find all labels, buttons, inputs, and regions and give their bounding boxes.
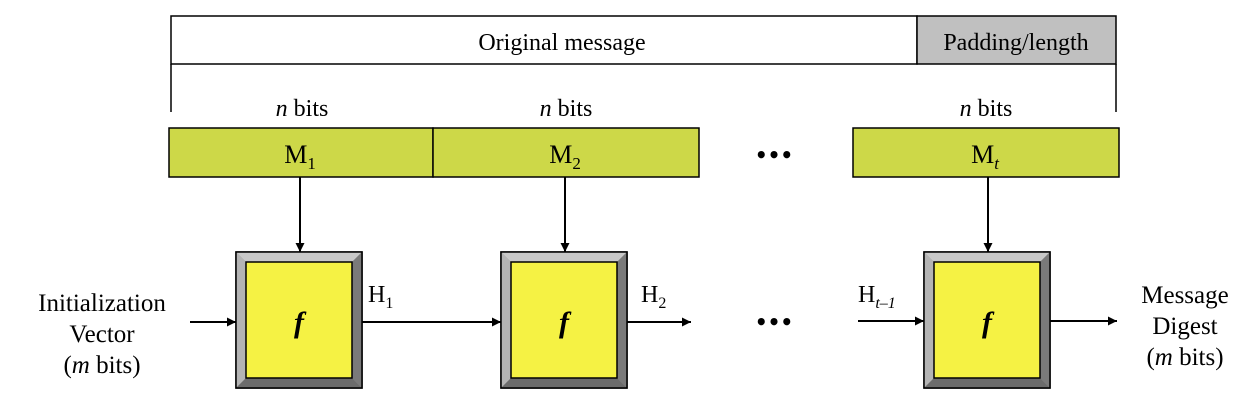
f-box-t: f <box>923 251 1051 389</box>
f-box-1: f <box>235 251 363 389</box>
padding-length-box <box>916 15 1117 65</box>
iv-line3: (m bits) <box>63 352 140 379</box>
block-m1-label: M1 <box>284 140 316 173</box>
ht1-label: Ht–1 <box>858 282 896 312</box>
h2-label: H2 <box>641 282 666 312</box>
ellipsis-top: ••• <box>755 143 793 167</box>
padding-length-label: Padding/length <box>943 30 1088 56</box>
ellipsis-bottom: ••• <box>755 310 793 334</box>
block-1-size: n bits <box>276 96 329 122</box>
block-2-size: n bits <box>540 96 593 122</box>
digest-line2: Digest <box>1152 313 1217 340</box>
digest-line1: Message <box>1141 282 1228 309</box>
iv-line1: Initialization <box>38 290 166 317</box>
block-m2-label: M2 <box>549 140 581 173</box>
h1-label: H1 <box>368 282 393 312</box>
block-mt-label: Mt <box>971 140 1000 173</box>
f-symbol-t: f <box>982 306 995 339</box>
block-m2 <box>432 127 700 178</box>
block-m1 <box>168 127 434 178</box>
f-symbol-1: f <box>294 306 307 339</box>
f-box-2: f <box>500 251 628 389</box>
f-symbol-2: f <box>559 306 572 339</box>
original-message-box <box>170 15 918 65</box>
digest-line3: (m bits) <box>1146 344 1223 371</box>
original-message-label: Original message <box>478 30 645 56</box>
iv-line2: Vector <box>69 321 135 348</box>
block-mt <box>852 127 1120 178</box>
block-t-size: n bits <box>960 96 1013 122</box>
